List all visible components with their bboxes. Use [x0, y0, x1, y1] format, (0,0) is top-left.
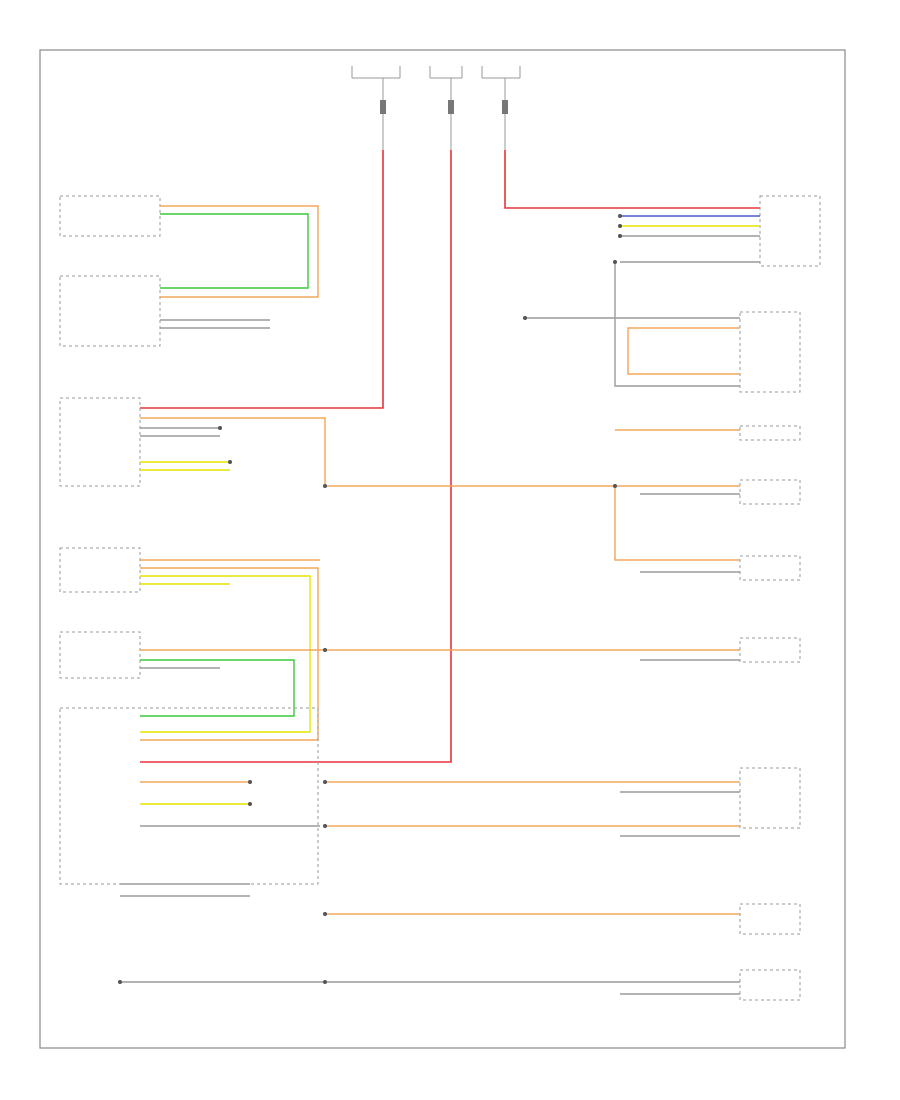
body-control-module-box: [59, 707, 319, 885]
top-fuse-group: [351, 66, 521, 150]
headlamp-wires: [140, 649, 740, 717]
headlamp-switch-box: [59, 631, 141, 679]
diagram-frame: [39, 49, 846, 1049]
passenger-window-wires: [160, 205, 319, 329]
cluster-box: [59, 397, 141, 487]
cluster-wires: [140, 417, 326, 486]
connector-dots: [118, 214, 622, 984]
power-wires: [140, 150, 760, 763]
bcm-wires: [140, 781, 320, 827]
passenger-window-switch-box: [59, 195, 161, 347]
fuse-icon: [380, 100, 508, 114]
illumination-wires: [120, 485, 740, 983]
dimmer-wires: [140, 559, 320, 741]
right-component-boxes: [739, 195, 821, 1001]
steering-wires: [525, 215, 760, 995]
dimmer-switch-box: [59, 547, 141, 593]
